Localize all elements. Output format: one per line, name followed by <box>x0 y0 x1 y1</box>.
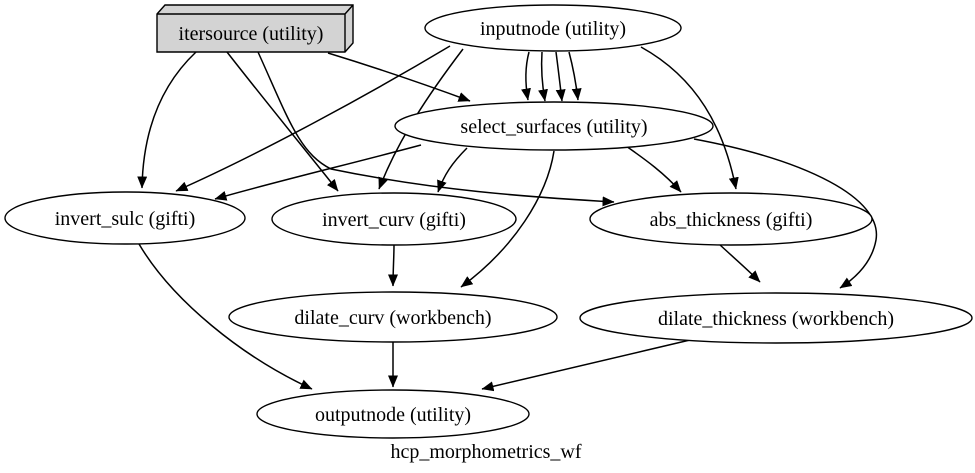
node-dilate_thickness: dilate_thickness (workbench) <box>579 292 973 344</box>
node-inputnode: inputnode (utility) <box>424 4 682 52</box>
edge-invert_curv-dilate_curv <box>388 244 399 287</box>
node-select_surfaces: select_surfaces (utility) <box>394 101 714 151</box>
ellipse-shape <box>256 389 530 439</box>
edge-select_surfaces-abs_thickness <box>625 145 682 193</box>
edge-itersource-invert_curv <box>226 51 339 192</box>
edge-select_surfaces-invert_curv <box>437 147 468 193</box>
ellipse-shape <box>228 291 558 343</box>
edge-dilate_thickness-outputnode <box>481 339 691 392</box>
box3d-shape <box>156 4 354 53</box>
edge-inputnode-select_surfaces-4 <box>568 51 582 101</box>
ellipse-shape <box>579 292 973 344</box>
edge-inputnode-select_surfaces-3 <box>555 51 566 102</box>
ellipse-shape <box>394 101 714 151</box>
node-label-inputnode: inputnode (utility) <box>480 18 626 40</box>
node-invert_sulc: invert_sulc (gifti) <box>4 191 246 245</box>
node-label-dilate_thickness: dilate_thickness (workbench) <box>658 308 894 330</box>
node-label-itersource: itersource (utility) <box>179 23 324 45</box>
edge-inputnode-invert_sulc <box>175 45 451 192</box>
ellipse-shape <box>589 192 873 246</box>
edge-select_surfaces-dilate_curv <box>460 150 555 288</box>
edges <box>137 45 878 392</box>
node-abs_thickness: abs_thickness (gifti) <box>589 192 873 246</box>
edge-invert_sulc-outputnode <box>138 243 313 390</box>
node-itersource: itersource (utility) <box>156 4 354 53</box>
node-label-abs_thickness: abs_thickness (gifti) <box>650 209 813 231</box>
edge-inputnode-abs_thickness <box>640 46 739 190</box>
box3d-face-lines <box>157 4 354 52</box>
node-label-outputnode: outputnode (utility) <box>315 404 471 426</box>
edge-inputnode-select_surfaces-1 <box>521 51 531 101</box>
edge-abs_thickness-dilate_thickness <box>718 243 761 283</box>
edge-itersource-abs_thickness <box>257 51 615 207</box>
node-outputnode: outputnode (utility) <box>256 389 530 439</box>
node-label-invert_sulc: invert_sulc (gifti) <box>55 208 196 230</box>
graph-title: hcp_morphometrics_wf <box>390 441 581 463</box>
node-label-dilate_curv: dilate_curv (workbench) <box>294 307 491 329</box>
node-label-invert_curv: invert_curv (gifti) <box>322 209 466 231</box>
edge-select_surfaces-invert_sulc <box>214 144 422 201</box>
node-label-select_surfaces: select_surfaces (utility) <box>460 116 647 138</box>
edge-itersource-invert_sulc <box>137 51 197 189</box>
edge-inputnode-select_surfaces-2 <box>538 51 548 102</box>
node-invert_curv: invert_curv (gifti) <box>271 192 517 246</box>
edge-itersource-select_surfaces <box>327 52 471 102</box>
node-dilate_curv: dilate_curv (workbench) <box>228 291 558 343</box>
ellipse-shape <box>271 192 517 246</box>
ellipse-shape <box>4 191 246 245</box>
ellipse-shape <box>424 4 682 52</box>
